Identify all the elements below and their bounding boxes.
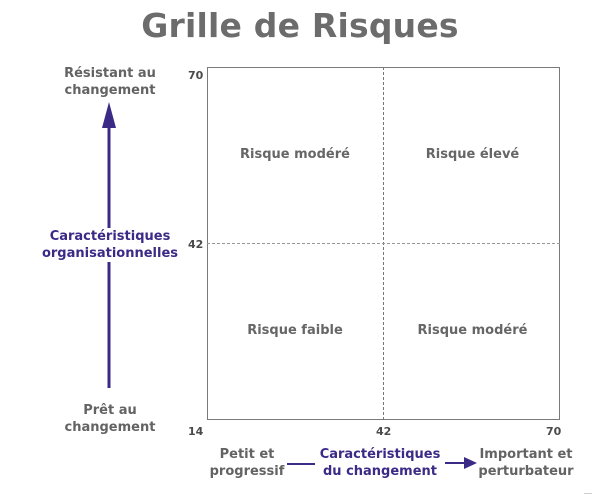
y-axis-top-label-line1: Résistant au (64, 66, 156, 81)
x-axis-right-label: Important et perturbateur (472, 446, 580, 480)
y-axis-center-label: Caractéristiques organisationnelles (25, 228, 195, 262)
y-tick-top: 70 (188, 69, 204, 82)
x-tick-mid: 42 (376, 425, 392, 438)
x-axis-left-label-line2: progressif (209, 464, 285, 479)
x-axis-left-label-line1: Petit et (219, 447, 275, 462)
x-axis-left-label: Petit et progressif (205, 446, 289, 480)
y-axis-bottom-label-line1: Prêt au (83, 403, 137, 418)
x-axis-right-label-line2: perturbateur (478, 464, 574, 479)
x-axis-arrowhead (464, 457, 477, 469)
quadrant-bottom-left: Risque faible (247, 323, 343, 338)
x-tick-left: 14 (188, 425, 204, 438)
y-axis-top-label-line2: changement (64, 83, 156, 98)
x-axis-arrow (445, 457, 477, 469)
x-axis-right-label-line1: Important et (479, 447, 573, 462)
grid-horizontal-divider (207, 243, 560, 244)
x-tick-right: 70 (546, 425, 562, 438)
quadrant-bottom-right: Risque modéré (417, 323, 528, 338)
quadrant-top-right: Risque élevé (425, 147, 520, 162)
x-axis-connector-line (287, 463, 315, 465)
page-title: Grille de Risques (141, 6, 459, 45)
y-axis-arrowhead (102, 102, 116, 128)
y-axis-top-label: Résistant au changement (40, 65, 180, 99)
y-axis-bottom-label-line2: changement (64, 420, 156, 435)
y-tick-mid: 42 (188, 238, 204, 251)
x-axis-center-label-line1: Caractéristiques (319, 447, 441, 462)
quadrant-top-left: Risque modéré (240, 147, 350, 162)
x-axis-center-label: Caractéristiques du changement (314, 446, 446, 480)
y-axis-center-label-line2: organisationnelles (41, 246, 179, 261)
x-axis-center-label-line2: du changement (322, 464, 438, 479)
y-axis-center-label-line1: Caractéristiques (49, 229, 171, 244)
y-axis-bottom-label: Prêt au changement (40, 402, 180, 436)
corner-mark (584, 493, 592, 497)
